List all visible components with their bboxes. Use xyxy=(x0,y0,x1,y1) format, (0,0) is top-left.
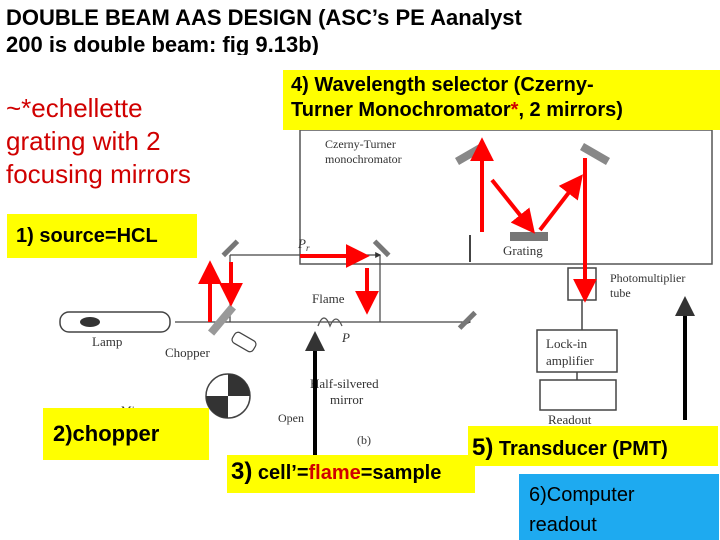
chopper-wheel-mirror-sector-2 xyxy=(206,396,228,418)
readout-box xyxy=(539,379,617,411)
computer-readout-line-1: 6)Computer xyxy=(529,484,635,506)
cell-text-pre: cell’= xyxy=(252,462,309,484)
lockin-label-1: Lock-in xyxy=(546,336,588,351)
transducer-text: Transducer (PMT) xyxy=(493,438,668,460)
arrow-from-grating xyxy=(538,174,583,232)
figure-label: (b) xyxy=(357,433,371,447)
cell-number: 3) xyxy=(231,458,253,485)
chopper-motor xyxy=(231,331,257,353)
cell-text-post: =sample xyxy=(360,462,442,484)
computer-readout-line-2: readout xyxy=(529,514,597,536)
slide-title: DOUBLE BEAM AAS DESIGN (ASC’s PE Aanalys… xyxy=(6,4,716,55)
mirror-to-monochromator xyxy=(457,310,477,330)
echellette-note: ~*echellette grating with 2 focusing mir… xyxy=(6,92,246,191)
wavelength-selector-line-2: Turner Monochromator*, 2 mirrors) xyxy=(291,98,720,123)
photomultiplier-tube xyxy=(567,267,597,301)
chopper-callout: 2)chopper xyxy=(43,408,209,460)
asterisk-mark: * xyxy=(510,99,519,121)
lockin-label-2: amplifier xyxy=(546,353,594,368)
wavelength-selector-suffix: , 2 mirrors) xyxy=(518,99,623,121)
echellette-note-line-1: ~*echellette xyxy=(6,93,143,123)
lamp-cathode xyxy=(80,317,100,327)
mirror-top-left xyxy=(221,239,240,258)
lamp-label: Lamp xyxy=(92,334,122,349)
flame-shape xyxy=(317,317,343,328)
pointer-arrows xyxy=(305,296,695,458)
computer-readout-callout: 6)Computer readout xyxy=(519,474,719,540)
monochromator-mirror-right xyxy=(580,143,610,165)
grating-element xyxy=(510,232,548,241)
wavelength-selector-line-1: 4) Wavelength selector (Czerny- xyxy=(291,74,594,96)
transducer-callout: 5) Transducer (PMT) xyxy=(468,426,718,466)
chopper-label: Chopper xyxy=(165,345,210,360)
grating-label: Grating xyxy=(503,243,543,258)
reference-path-label: Pr xyxy=(297,236,310,253)
arrow-to-grating xyxy=(490,178,535,234)
pmt-label-2: tube xyxy=(610,286,631,300)
monochromator-label-1: Czerny-Turner xyxy=(325,137,396,151)
source-callout: 1) source=HCL xyxy=(7,214,197,258)
transducer-number: 5) xyxy=(472,434,494,461)
echellette-note-line-3: focusing mirrors xyxy=(6,159,191,189)
title-line-1: DOUBLE BEAM AAS DESIGN (ASC’s PE Aanalys… xyxy=(6,5,522,30)
chopper-wheel-mirror-sector xyxy=(228,374,250,396)
lamp-body xyxy=(59,311,171,333)
sample-path-label: P xyxy=(341,330,350,345)
echellette-note-line-2: grating with 2 xyxy=(6,126,161,156)
cell-text-flame: flame xyxy=(308,462,361,484)
cell-callout: 3) cell’=flame=sample xyxy=(227,455,475,493)
open-label: Open xyxy=(278,411,304,425)
wavelength-selector-text: Turner Monochromator xyxy=(291,99,511,121)
wavelength-selector-callout: 4) Wavelength selector (Czerny- Turner M… xyxy=(283,70,720,130)
mirror-top-right xyxy=(372,239,391,258)
pmt-label-1: Photomultiplier xyxy=(610,271,685,285)
title-line-2: 200 is double beam: fig 9.13b) xyxy=(6,32,319,55)
annotation-arrows xyxy=(198,137,597,322)
readout-label: Readout xyxy=(548,412,592,427)
flame-label: Flame xyxy=(312,291,345,306)
half-silvered-label-1: Half-silvered xyxy=(310,376,379,391)
chopper-blade xyxy=(208,304,236,336)
monochromator-box xyxy=(299,129,713,265)
half-silvered-label-2: mirror xyxy=(330,392,364,407)
monochromator-label-2: monochromator xyxy=(325,152,402,166)
